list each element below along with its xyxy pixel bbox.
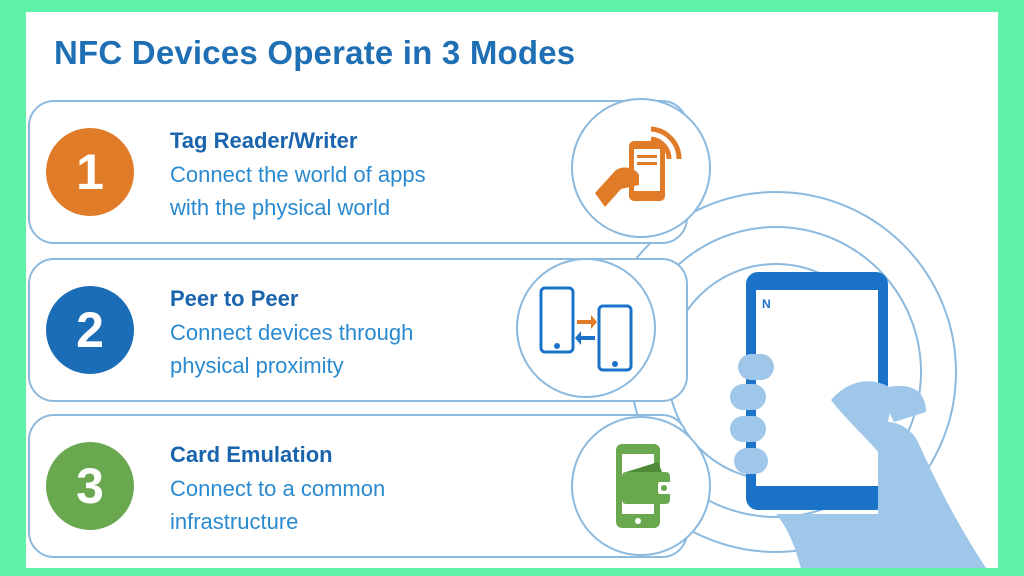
mode-icon-circle [571,98,711,238]
infographic-panel: NFC Devices Operate in 3 Modes N 1 Tag R… [26,12,998,568]
mode-description: Connect devices through physical proximi… [170,316,550,382]
peer-to-peer-phones-icon [539,286,633,372]
mode-description-line: with the physical world [170,195,391,220]
mode-number-badge: 3 [46,442,134,530]
mode-title: Card Emulation [170,442,333,467]
mode-icon-circle [516,258,656,398]
mode-description-line: physical proximity [170,353,344,378]
phone-wallet-icon [616,444,672,528]
mode-description: Connect the world of apps with the physi… [170,158,550,224]
mode-description-line: Connect the world of apps [170,162,426,187]
mode-icon-circle [571,416,711,556]
mode-description-line: Connect to a common [170,476,386,501]
svg-text:N: N [762,297,771,311]
mode-number-badge: 2 [46,286,134,374]
mode-description: Connect to a common infrastructure [170,472,550,538]
page-title: NFC Devices Operate in 3 Modes [54,34,576,71]
mode-description-line: Connect devices through [170,320,414,345]
mode-title: Peer to Peer [170,286,299,311]
mode-description-line: infrastructure [170,509,299,534]
phone-tap-reader-icon [595,126,682,207]
mode-number-badge: 1 [46,128,134,216]
mode-title: Tag Reader/Writer [170,128,358,153]
hand-holding-phone-icon: N [626,191,986,568]
